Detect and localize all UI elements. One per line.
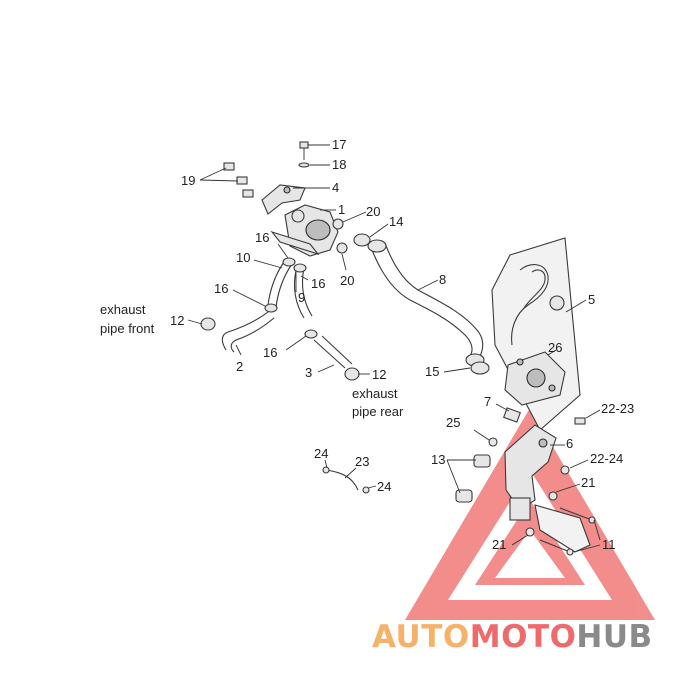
part-16-clamps (264, 257, 318, 339)
callout-13: 13 (431, 452, 445, 467)
part-25-nut (488, 437, 498, 447)
watermark-hub: HUB (576, 619, 652, 655)
callout-23: 23 (355, 454, 369, 469)
callout-26: 26 (548, 340, 562, 355)
exhaust-notes: exhaust pipe front exhaust pipe rear (100, 302, 404, 419)
part-6-bracket (504, 424, 591, 553)
svg-text:AUTOMOTOHUB: AUTOMOTOHUB (372, 619, 653, 655)
part-11-bolts (539, 507, 596, 556)
callout-10: 10 (236, 250, 250, 265)
part-10-hose (267, 261, 293, 308)
callout-3: 3 (305, 365, 312, 380)
part-12-fitting-rear (344, 367, 360, 381)
part-23-small-hose (322, 466, 370, 494)
callout-12-front: 12 (170, 313, 184, 328)
callout-8: 8 (439, 272, 446, 287)
part-7-clip (503, 407, 521, 423)
callout-2: 2 (236, 359, 243, 374)
part-1-valve-assembly (270, 204, 339, 257)
callout-16-b: 16 (311, 276, 325, 291)
callout-19: 19 (181, 173, 195, 188)
callout-25: 25 (446, 415, 460, 430)
note-rear-line1: exhaust (352, 386, 398, 401)
callout-24-top: 24 (314, 446, 328, 461)
note-rear-line2: pipe rear (352, 404, 404, 419)
part-9-hose (293, 267, 313, 319)
callout-16-c: 16 (214, 281, 228, 296)
callout-15: 15 (425, 364, 439, 379)
part-8-hose (367, 239, 485, 367)
part-12-fitting-front (200, 317, 216, 331)
callout-1: 1 (338, 202, 345, 217)
part-22-24-bolt (560, 465, 570, 475)
part-4-bracket (261, 184, 306, 215)
part-19-bolts (223, 162, 254, 198)
part-20-nuts (332, 218, 348, 254)
watermark-triangle-center (495, 530, 565, 578)
callout-18: 18 (332, 157, 346, 172)
part-2-hose (221, 311, 275, 353)
part-14-clamp (353, 233, 371, 247)
callout-14: 14 (389, 214, 403, 229)
callout-21-left: 21 (492, 537, 506, 552)
callout-5: 5 (588, 292, 595, 307)
callout-12-rear: 12 (372, 367, 386, 382)
callout-20-bottom: 20 (340, 273, 354, 288)
note-front-line1: exhaust (100, 302, 146, 317)
callout-9: 9 (298, 290, 305, 305)
part-22-23-bolt (574, 417, 586, 425)
callout-22-23: 22-23 (601, 401, 634, 416)
watermark-moto: MOTO (470, 619, 577, 655)
part-15-clamp (470, 361, 490, 375)
watermark-wordmark: AUTOMOTOHUB (372, 619, 653, 655)
part-17-bolt (299, 141, 309, 160)
part-21-nuts (525, 491, 558, 537)
callout-7: 7 (484, 394, 491, 409)
part-18-washer (298, 162, 310, 168)
callout-4: 4 (332, 180, 339, 195)
callout-16-a: 16 (255, 230, 269, 245)
callout-21-right: 21 (581, 475, 595, 490)
callout-24-bottom: 24 (377, 479, 391, 494)
callout-22-24: 22-24 (590, 451, 623, 466)
callout-17: 17 (332, 137, 346, 152)
leader-lines (187, 144, 601, 553)
part-26-valve-body (504, 351, 566, 406)
part-3-pipe (313, 335, 353, 369)
callout-11: 11 (602, 537, 616, 552)
callout-20-top: 20 (366, 204, 380, 219)
note-front-line2: pipe front (100, 321, 155, 336)
callout-labels: 17 18 19 4 1 20 14 16 10 16 20 8 9 5 16 … (170, 137, 634, 552)
callout-6: 6 (566, 436, 573, 451)
watermark-auto: AUTO (372, 619, 470, 655)
callout-16-d: 16 (263, 345, 277, 360)
